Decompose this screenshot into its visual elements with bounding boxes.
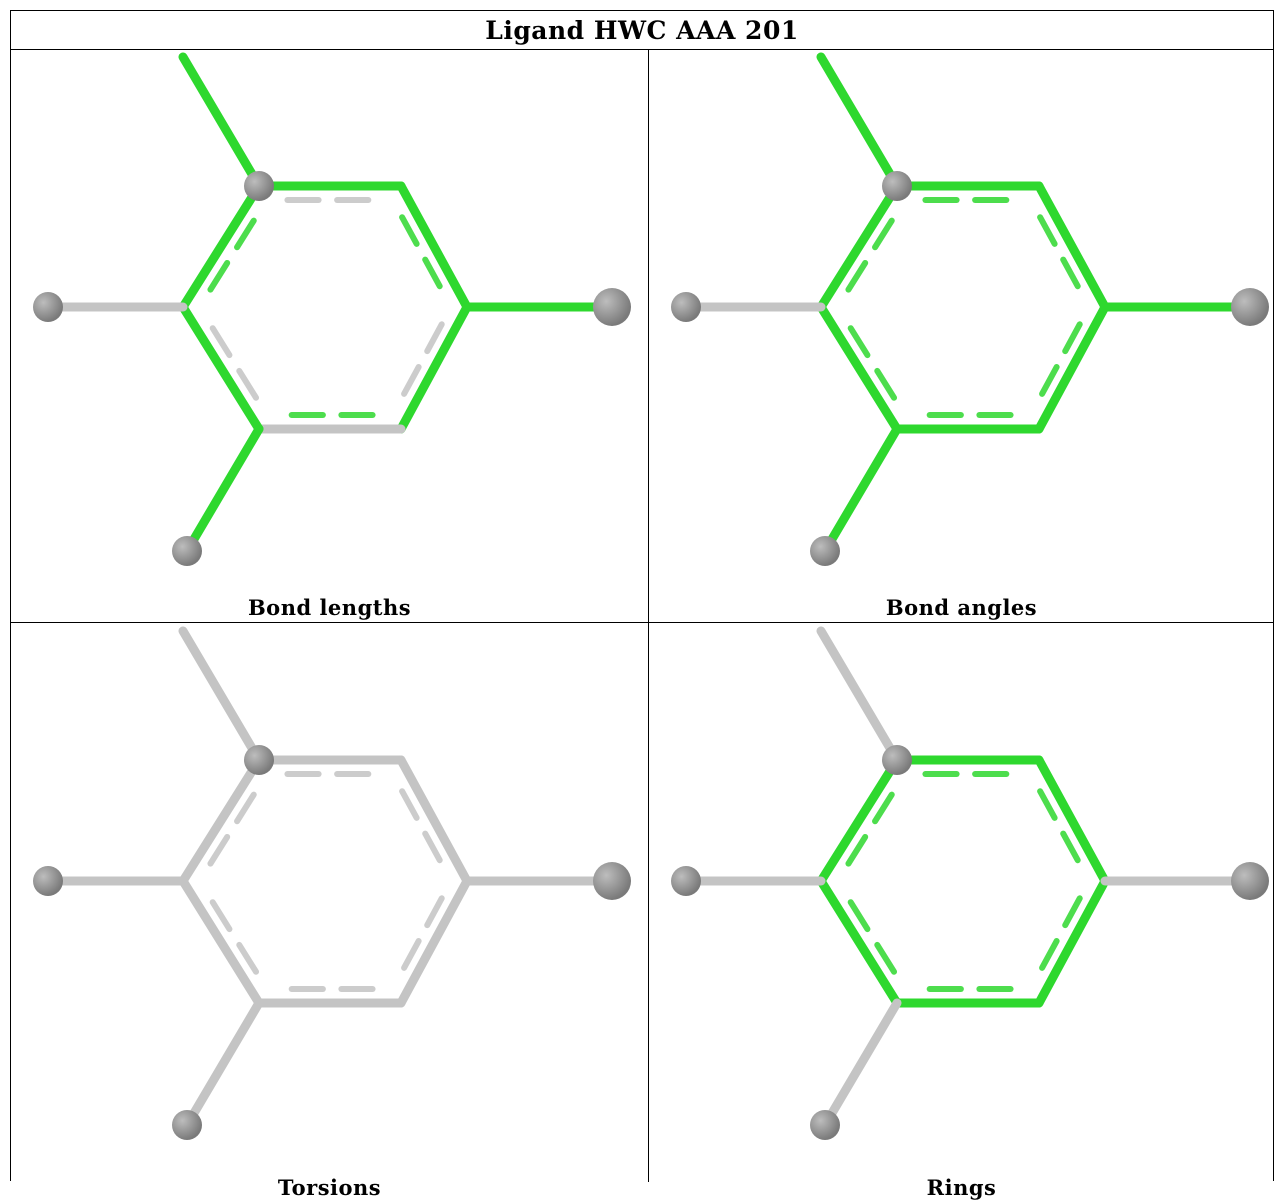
substituent-bond [820, 998, 902, 1130]
substituent-atom [172, 536, 202, 566]
substituent-bond [182, 998, 264, 1130]
ring-bond [1034, 181, 1110, 312]
ring-bond [816, 302, 902, 434]
molecule-bond-angles [671, 52, 1269, 566]
column-divider [648, 49, 649, 1182]
ring-atom [244, 171, 274, 201]
ring-bond [816, 876, 902, 1008]
aromatic-dash [422, 256, 443, 290]
ring-bond [396, 755, 472, 886]
aromatic-dash [399, 214, 420, 247]
substituent-atom [810, 1110, 840, 1140]
aromatic-dash [874, 941, 898, 975]
ring-bond [178, 181, 264, 312]
substituent-atom [593, 288, 631, 326]
aromatic-dash [401, 938, 422, 971]
aromatic-dash [847, 899, 871, 933]
figure-title: Ligand HWC AAA 201 [11, 11, 1273, 50]
aromatic-dash [845, 259, 869, 293]
aromatic-dash [847, 325, 871, 359]
substituent-atom [671, 866, 701, 896]
aromatic-dash [236, 367, 260, 401]
aromatic-dash [422, 830, 443, 864]
substituent-bond [816, 626, 902, 765]
aromatic-dash [209, 899, 233, 933]
aromatic-dash [399, 788, 420, 821]
substituent-atom [1231, 862, 1269, 900]
ring-bond [396, 302, 472, 434]
ring-bond [816, 181, 902, 312]
aromatic-dash [874, 367, 898, 401]
substituent-bond [820, 424, 902, 556]
aromatic-dash [1060, 256, 1081, 290]
substituent-bond [182, 424, 264, 556]
aromatic-dash [207, 259, 231, 293]
aromatic-dash [845, 833, 869, 867]
aromatic-dash [1037, 788, 1058, 821]
ring-bond [178, 876, 264, 1008]
caption-rings: Rings [926, 1175, 997, 1200]
molecule-rings [671, 626, 1269, 1140]
aromatic-dash [236, 941, 260, 975]
ring-bond [1034, 302, 1110, 434]
substituent-atom [33, 866, 63, 896]
ligand-figure: Ligand HWC AAA 201 Bond lengths Bond ang… [10, 10, 1274, 1200]
aromatic-dash [209, 325, 233, 359]
aromatic-dash [1039, 938, 1060, 971]
row-divider [11, 622, 1273, 623]
caption-torsions: Torsions [277, 1175, 382, 1200]
aromatic-dash [207, 833, 231, 867]
ring-bond [396, 181, 472, 312]
caption-bond-lengths: Bond lengths [247, 595, 412, 620]
aromatic-dash [1039, 364, 1060, 397]
ring-bond [1034, 876, 1110, 1008]
molecule-bond-lengths [33, 52, 631, 566]
substituent-atom [671, 292, 701, 322]
substituent-bond [178, 626, 264, 765]
ring-bond [816, 755, 902, 886]
aromatic-dash [1060, 830, 1081, 864]
caption-bond-angles: Bond angles [885, 595, 1038, 620]
substituent-atom [1231, 288, 1269, 326]
ring-bond [178, 302, 264, 434]
ring-atom [244, 745, 274, 775]
ring-bond [178, 755, 264, 886]
aromatic-dash [234, 791, 257, 825]
substituent-bond [816, 52, 902, 191]
substituent-atom [172, 1110, 202, 1140]
panel-rings: Rings [649, 623, 1274, 1200]
substituent-bond [178, 52, 264, 191]
ring-bond [1034, 755, 1110, 886]
aromatic-dash [424, 895, 445, 929]
aromatic-dash [1062, 895, 1083, 929]
molecule-torsions [33, 626, 631, 1140]
ring-bond [396, 876, 472, 1008]
aromatic-dash [1062, 321, 1083, 355]
ring-atom [882, 745, 912, 775]
aromatic-dash [234, 217, 257, 251]
aromatic-dash [872, 791, 895, 825]
panel-bond-angles: Bond angles [649, 49, 1274, 622]
aromatic-dash [424, 321, 445, 355]
panel-bond-lengths: Bond lengths [11, 49, 648, 622]
substituent-atom [810, 536, 840, 566]
substituent-atom [593, 862, 631, 900]
panel-torsions: Torsions [11, 623, 648, 1200]
ring-atom [882, 171, 912, 201]
substituent-atom [33, 292, 63, 322]
aromatic-dash [872, 217, 895, 251]
aromatic-dash [401, 364, 422, 397]
aromatic-dash [1037, 214, 1058, 247]
